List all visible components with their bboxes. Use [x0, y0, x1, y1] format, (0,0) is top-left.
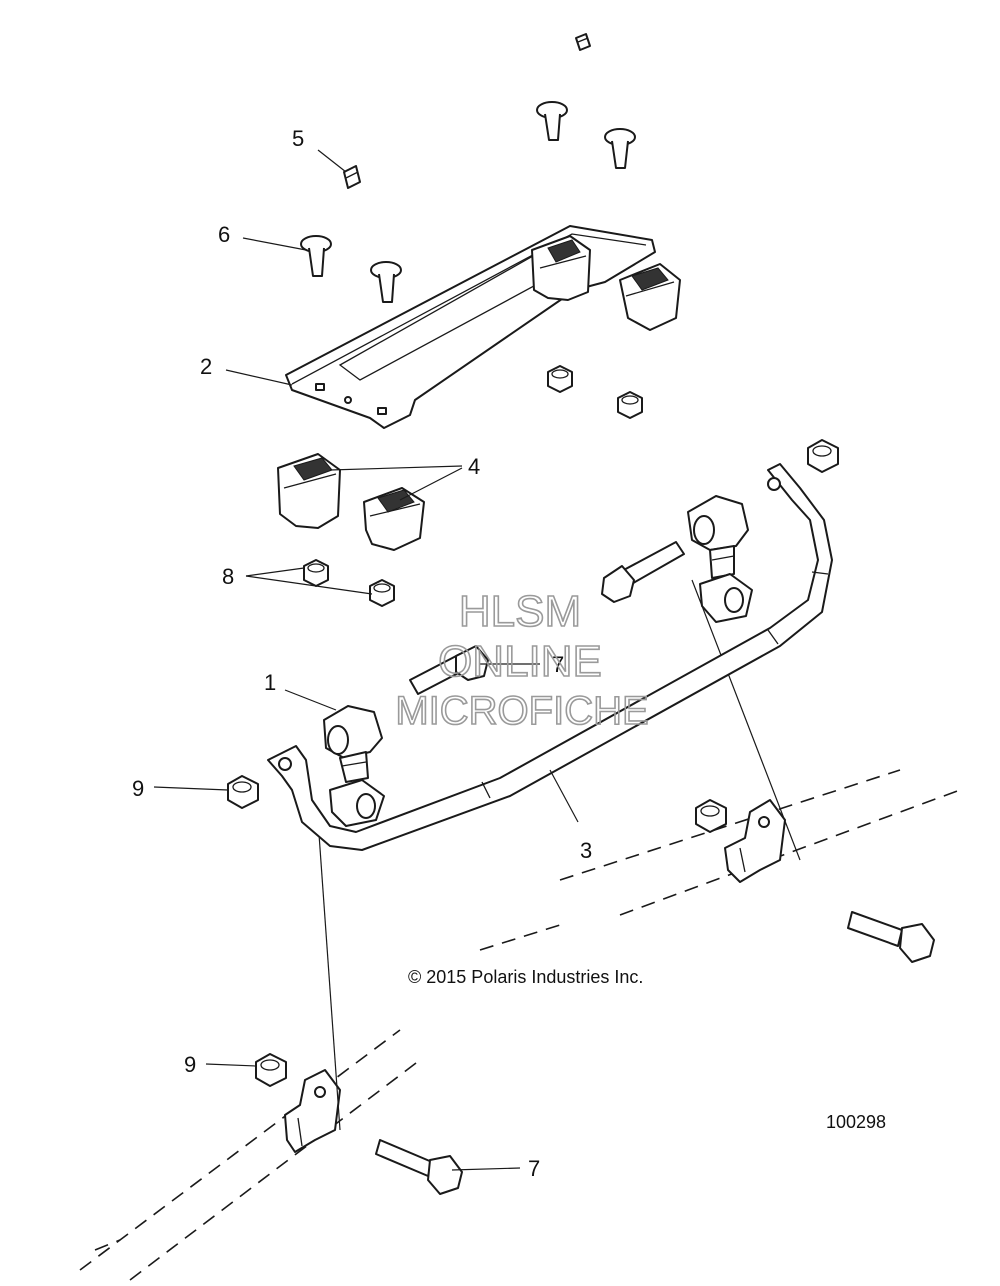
- flange-nut-9-lower: [255, 1053, 287, 1087]
- bolt-right-link: [601, 541, 685, 603]
- frame-rail-lower: [79, 1029, 421, 1281]
- bushing-mid-right: [363, 487, 425, 551]
- assembly-guide-lines: [317, 579, 801, 1131]
- callout-5: 5: [292, 126, 304, 151]
- callout-7-upper: 7: [552, 652, 564, 677]
- skid-plate: [285, 225, 656, 429]
- copyright-notice: © 2015 Polaris Industries Inc.: [408, 967, 643, 987]
- frame-bracket-right: [724, 799, 786, 883]
- flange-nut-upper-2: [617, 391, 643, 419]
- callout-7-lower: 7: [528, 1156, 540, 1181]
- callout-1: 1: [264, 670, 276, 695]
- carriage-bolt-3: [300, 235, 332, 277]
- watermark-line-2: ONLINE: [438, 637, 602, 686]
- diagram-number: 100298: [826, 1112, 886, 1132]
- stabilizer-bar: [267, 463, 833, 851]
- watermark-line-3: MICROFICHE: [395, 689, 648, 733]
- bushing-upper-right: [619, 263, 681, 331]
- watermark: HLSM ONLINE MICROFICHE: [395, 586, 650, 734]
- callout-6: 6: [218, 222, 230, 247]
- flange-nut-right: [807, 439, 839, 473]
- callout-9-upper: 9: [132, 776, 144, 801]
- bushing-upper-left: [531, 235, 591, 301]
- flange-nut-frame-right: [695, 799, 727, 833]
- callout-2: 2: [200, 354, 212, 379]
- callout-4: 4: [468, 454, 480, 479]
- bolt-frame-left: [375, 1139, 463, 1195]
- grease-fitting-top: [575, 33, 591, 51]
- bolt-frame-right: [847, 911, 935, 963]
- bolt-left-link: [409, 645, 489, 695]
- flange-nut-mid-1: [303, 559, 329, 587]
- flange-nut-mid-2: [369, 579, 395, 607]
- carriage-bolt-4: [370, 261, 402, 303]
- callout-9-lower: 9: [184, 1052, 196, 1077]
- frame-rail-upper: [479, 769, 961, 951]
- watermark-line-1: HLSM: [459, 587, 581, 636]
- sway-bar-link-right: [687, 495, 753, 623]
- flange-nut-9-mid: [227, 775, 259, 809]
- callout-8: 8: [222, 564, 234, 589]
- frame-bracket-left: [284, 1069, 341, 1153]
- callout-leaders: [153, 149, 579, 1171]
- carriage-bolt-1: [536, 101, 568, 141]
- carriage-bolt-2: [604, 128, 636, 169]
- bushing-mid-left: [277, 453, 341, 529]
- grease-fitting: [343, 165, 361, 189]
- callout-3: 3: [580, 838, 592, 863]
- sway-bar-link-left: [323, 705, 385, 827]
- flange-nut-upper-1: [547, 365, 573, 393]
